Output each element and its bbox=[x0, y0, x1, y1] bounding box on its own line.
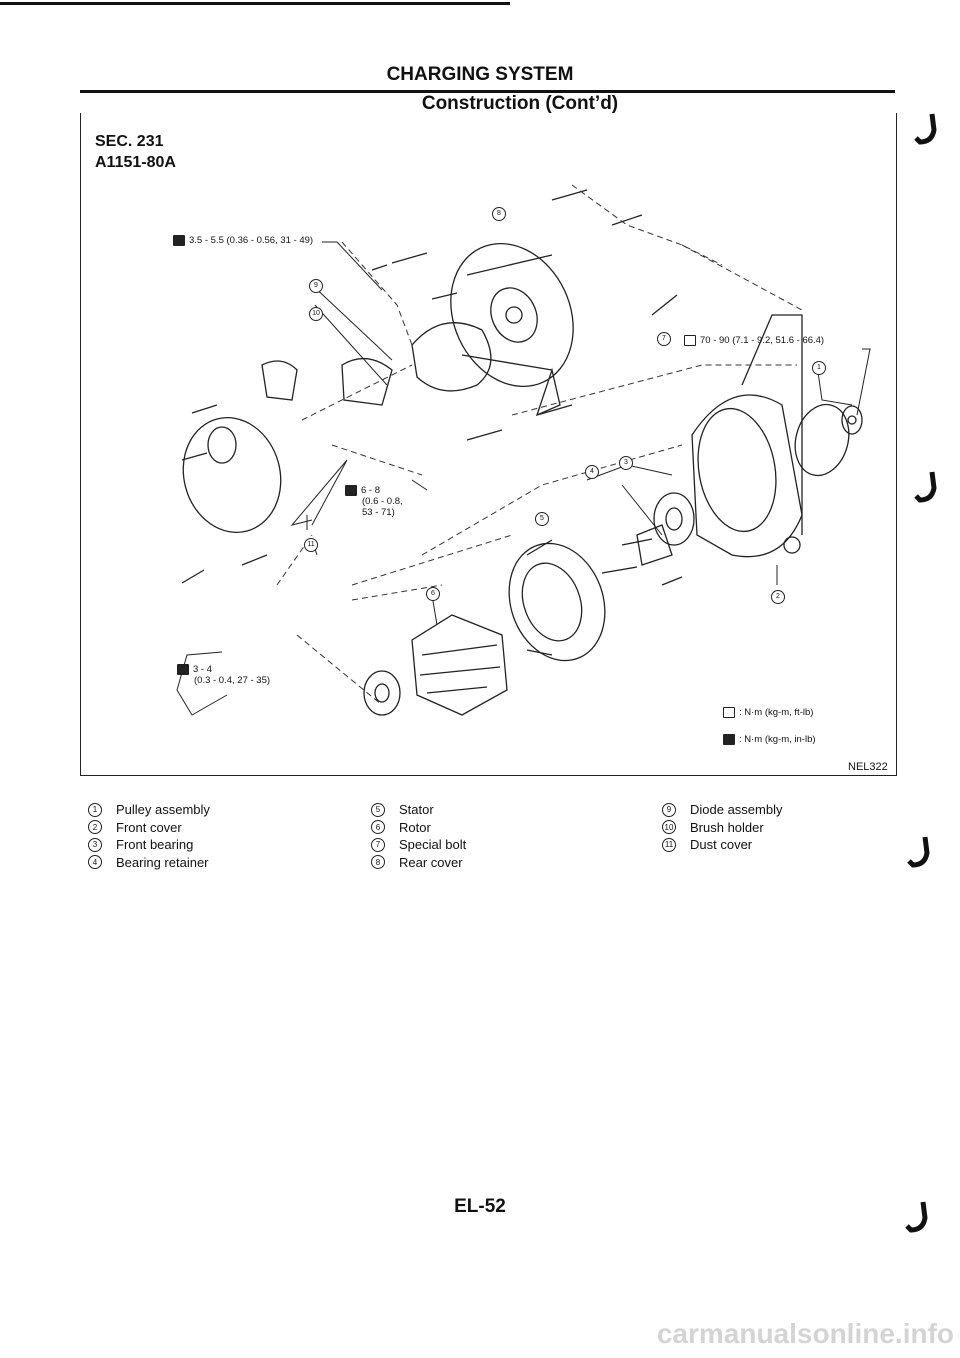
torque-in-lb-icon bbox=[173, 235, 185, 246]
pulley-shape bbox=[794, 403, 850, 477]
callout-2: 2 bbox=[771, 585, 785, 604]
callout-9: 9 bbox=[309, 274, 323, 293]
callout-5: 5 bbox=[535, 507, 549, 526]
callout-7: 7 bbox=[657, 327, 671, 346]
figure-code: NEL322 bbox=[848, 761, 888, 773]
part-code: A1151-80A bbox=[95, 154, 176, 171]
torque-brush-bolt: 6 - 8 (0.6 - 0.8, 53 - 71) bbox=[345, 485, 403, 518]
front-bearing-shape bbox=[653, 492, 695, 546]
rear-cover-shape bbox=[450, 242, 574, 388]
page-title: CHARGING SYSTEM bbox=[386, 64, 574, 85]
top-rule bbox=[0, 2, 510, 5]
check-mark-icon bbox=[914, 113, 937, 145]
torque-rear-bolt: 3.5 - 5.5 (0.36 - 0.56, 31 - 49) bbox=[173, 235, 313, 246]
unit-key-ft-lb: : N·m (kg-m, ft-lb) bbox=[723, 707, 813, 718]
check-mark-icon bbox=[905, 1201, 928, 1233]
torque-ft-lb-icon bbox=[723, 707, 735, 718]
figure-frame bbox=[80, 113, 897, 776]
torque-pulley: 70 - 90 (7.1 - 9.2, 51.6 - 66.4) bbox=[684, 335, 824, 346]
dust-cover-shape bbox=[182, 416, 282, 534]
section-number: SEC. 231 bbox=[95, 133, 164, 150]
callout-4: 4 bbox=[585, 460, 599, 479]
unit-key-in-lb: : N·m (kg-m, in-lb) bbox=[723, 734, 816, 745]
page-number: EL-52 bbox=[454, 1196, 506, 1217]
rotor-shape bbox=[411, 614, 508, 716]
callout-6: 6 bbox=[426, 582, 440, 601]
alternator-exploded-view bbox=[176, 184, 871, 716]
callout-3: 3 bbox=[619, 451, 633, 470]
callout-8: 8 bbox=[492, 202, 506, 221]
callout-11: 11 bbox=[304, 533, 318, 552]
torque-ft-lb-icon bbox=[684, 335, 696, 346]
torque-in-lb-icon bbox=[345, 485, 357, 496]
front-cover-shape bbox=[691, 394, 803, 558]
check-mark-icon bbox=[907, 836, 930, 868]
check-mark-icon bbox=[914, 471, 937, 503]
callout-1: 1 bbox=[812, 356, 826, 375]
page-subtitle: Construction (Cont’d) bbox=[421, 93, 619, 114]
torque-in-lb-icon bbox=[177, 664, 189, 675]
diode-assembly-shape bbox=[411, 322, 492, 392]
callout-10: 10 bbox=[309, 302, 323, 321]
torque-in-lb-icon bbox=[723, 734, 735, 745]
stator-shape bbox=[508, 542, 606, 662]
title-rule bbox=[80, 90, 895, 93]
site-watermark: carmanualsonline.info bbox=[656, 1318, 954, 1349]
torque-cover-bolt: 3 - 4 (0.3 - 0.4, 27 - 35) bbox=[177, 664, 270, 686]
